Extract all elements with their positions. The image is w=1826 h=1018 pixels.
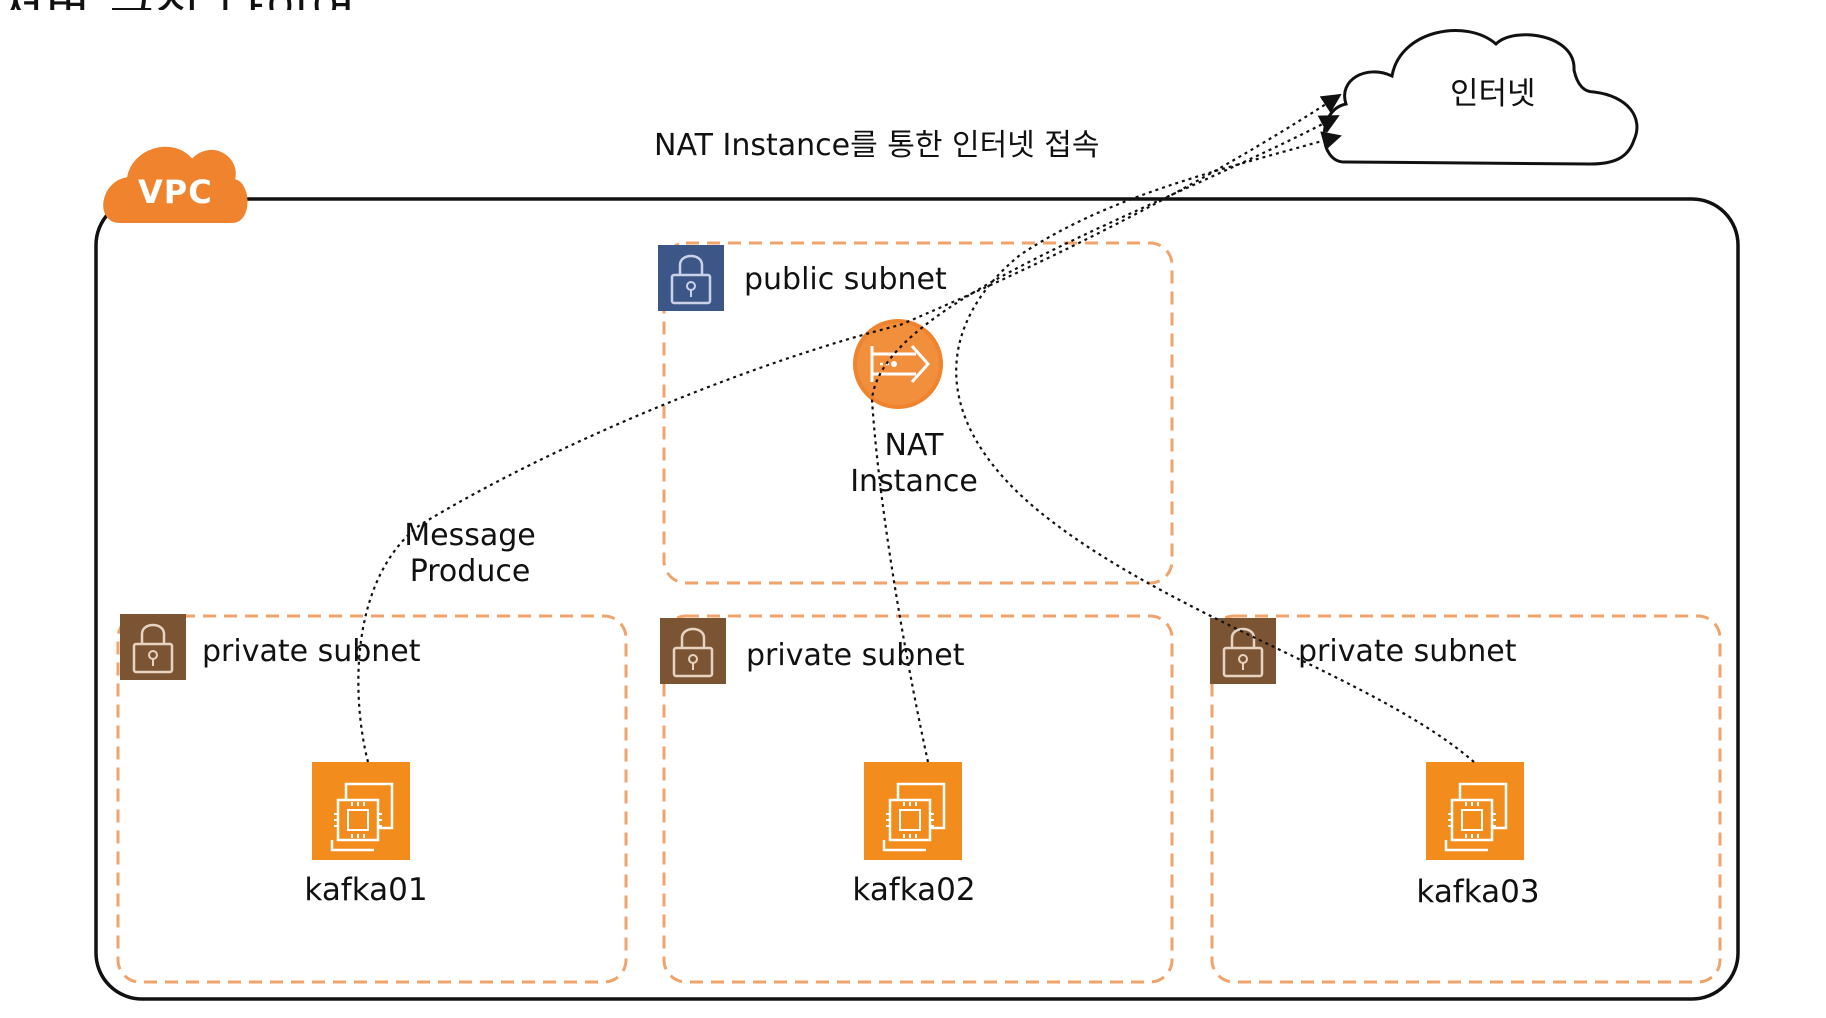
lock-icon [660, 618, 726, 684]
server-label-kafka01: kafka01 [304, 872, 428, 908]
ec2-instance-icon [312, 762, 410, 860]
internet-label: 인터넷 [1450, 76, 1536, 112]
server-label-kafka03: kafka03 [1416, 874, 1540, 910]
lock-icon [658, 245, 724, 311]
nat-instance-label-line1: NAT [884, 428, 944, 463]
public-subnet-box [662, 241, 1174, 585]
private-subnet-box-3 [1210, 614, 1722, 984]
ec2-instance-icon [864, 762, 962, 860]
vpc-container [94, 197, 1740, 1001]
private-subnet-box-1 [116, 614, 628, 984]
message-produce-line1: Message [404, 518, 536, 553]
server-label-kafka02: kafka02 [852, 872, 976, 908]
nat-gateway-icon [853, 319, 943, 409]
cloud-icon [1322, 29, 1639, 166]
page-title-text: 서버 구성 다이어그램 [0, 0, 358, 10]
connection-kafka03-internet [955, 131, 1475, 763]
page-title: 서버 구성 다이어그램 [0, 0, 380, 10]
private-subnet-label-3: private subnet [1298, 634, 1517, 669]
private-subnet-box-2 [662, 614, 1174, 984]
vpc-cloud-icon [103, 146, 248, 223]
connection-kafka02-internet [870, 115, 1340, 763]
public-subnet-label: public subnet [744, 262, 947, 297]
private-subnet-label-1: private subnet [202, 634, 421, 669]
private-subnet-label-2: private subnet [746, 638, 965, 673]
lock-icon [1210, 618, 1276, 684]
edge-label: NAT Instance를 통한 인터넷 접속 [654, 128, 1100, 163]
nat-instance-label: NAT Instance [832, 428, 996, 500]
lock-icon [120, 614, 186, 680]
ec2-instance-icon [1426, 762, 1524, 860]
message-produce-line2: Produce [409, 554, 531, 589]
message-produce-label: Message Produce [390, 518, 550, 590]
vpc-badge-label: VPC [138, 173, 213, 211]
nat-instance-label-line2: Instance [850, 464, 978, 499]
